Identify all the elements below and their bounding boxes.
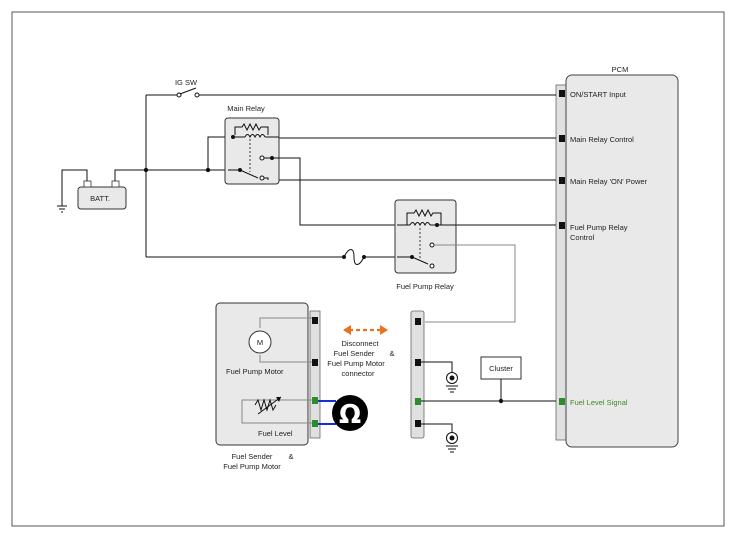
ground-icon bbox=[421, 423, 458, 453]
fuel-sender-unit: M Fuel Pump Motor Fuel Level bbox=[215, 302, 321, 446]
ig-sw-label: IG SW bbox=[175, 78, 198, 87]
pcm-pin-main-relay-on-power bbox=[559, 177, 565, 184]
sender-caption-amp: & bbox=[288, 452, 293, 461]
pcm-label-main-relay-control: Main Relay Control bbox=[570, 135, 634, 144]
main-relay: Main Relay bbox=[224, 104, 290, 185]
ground-icon bbox=[421, 361, 458, 393]
disconnect-arrow-icon bbox=[343, 325, 388, 335]
pcm-pin-on-start bbox=[559, 90, 565, 97]
ohmmeter-leads bbox=[318, 400, 336, 425]
motor-symbol: M bbox=[257, 338, 263, 347]
fuel-level-label: Fuel Level bbox=[258, 429, 293, 438]
pcm-pin-fuel-pump-relay-control bbox=[559, 222, 565, 229]
pcm-pin-fuel-level-signal bbox=[559, 398, 565, 405]
main-wiring bbox=[114, 94, 556, 258]
cluster-label: Cluster bbox=[489, 364, 513, 373]
motor-icon bbox=[248, 330, 272, 354]
pcm-label-fuel-pump-relay-control: Fuel Pump Relay bbox=[570, 223, 628, 232]
sender-caption-2: Fuel Pump Motor bbox=[223, 462, 281, 471]
pcm-title: PCM bbox=[612, 65, 629, 74]
cluster: Cluster bbox=[480, 356, 522, 404]
battery-ground-icon bbox=[57, 169, 88, 213]
fuse-icon bbox=[342, 249, 366, 265]
pcm-module: PCM ON/START Input Main Relay Control Ma… bbox=[555, 65, 679, 448]
fuel-pump-motor-label: Fuel Pump Motor bbox=[226, 367, 284, 376]
ohm-symbol: Ω bbox=[339, 400, 361, 430]
instruction-line4: connector bbox=[342, 369, 375, 378]
fuel-pump-relay: Fuel Pump Relay bbox=[394, 199, 516, 323]
ohmmeter-icon: Ω bbox=[332, 395, 368, 431]
pcm-label-main-relay-on-power: Main Relay 'ON' Power bbox=[570, 177, 648, 186]
harness-connector bbox=[410, 310, 425, 439]
pcm-label-fuel-level-signal: Fuel Level Signal bbox=[570, 398, 628, 407]
battery: BATT. bbox=[77, 180, 127, 210]
ig-switch: IG SW bbox=[175, 78, 200, 98]
sender-caption-1: Fuel Sender bbox=[232, 452, 273, 461]
variable-resistor-icon bbox=[254, 398, 277, 412]
pcm-label-fuel-pump-relay-control-2: Control bbox=[570, 233, 595, 242]
instruction-line2: Fuel Sender bbox=[334, 349, 375, 358]
instruction-amp: & bbox=[389, 349, 394, 358]
fuel-pump-relay-label: Fuel Pump Relay bbox=[396, 282, 454, 291]
pcm-label-on-start: ON/START Input bbox=[570, 90, 627, 99]
instruction-line3: Fuel Pump Motor bbox=[327, 359, 385, 368]
instruction-line1: Disconnect bbox=[341, 339, 379, 348]
main-relay-label: Main Relay bbox=[227, 104, 265, 113]
pcm-pin-main-relay-control bbox=[559, 135, 565, 142]
battery-label: BATT. bbox=[90, 194, 110, 203]
diagram-frame bbox=[11, 11, 725, 527]
